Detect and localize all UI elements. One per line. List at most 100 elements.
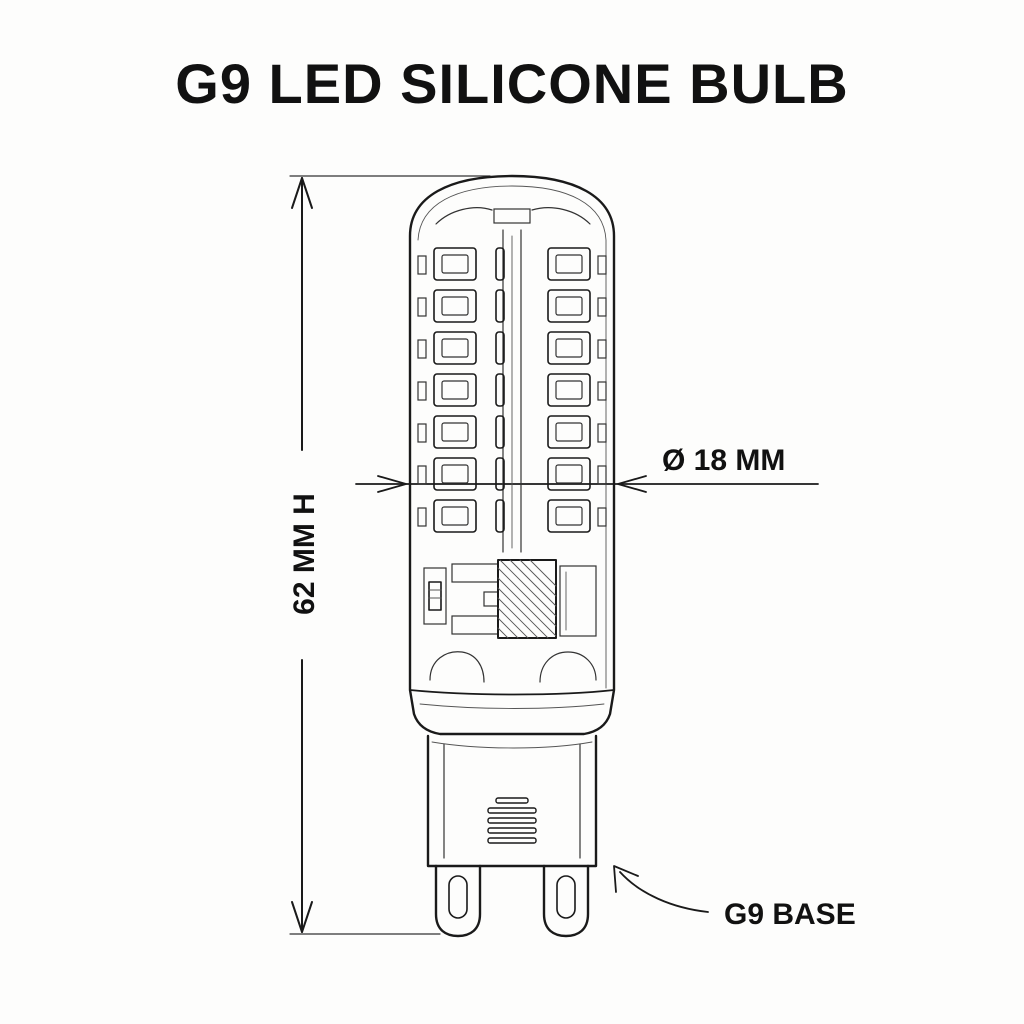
ic-hatch-line [497,567,557,627]
led-chip [433,331,477,365]
ic-hatch-line [497,577,557,637]
ic-hatch-line [519,559,557,597]
led-chip [433,289,477,323]
grille-slot [495,797,529,804]
envelope-collar-line [409,689,615,696]
ic-hatch-line [529,559,557,587]
led-chip [495,415,505,449]
led-chip [433,373,477,407]
diameter-arrow-right [617,475,647,493]
cap-tab [493,208,531,224]
led-edge-tab [417,339,427,359]
base-label: G9 BASE [724,898,856,931]
led-edge-tab [597,423,607,443]
driver-pad-bottom [451,615,499,635]
height-label: 62 MM H [288,493,321,615]
led-edge-tab [417,465,427,485]
grille-slot [487,807,537,814]
pin-left [434,864,482,938]
base-top-sketch [431,741,593,749]
pin-right-hole [556,875,576,919]
resistor-body [428,581,442,611]
cap-highlight-right [531,207,591,225]
grille-slot [487,827,537,834]
led-chip [547,331,591,365]
led-chip [495,373,505,407]
led-chip [433,247,477,281]
shoulder-right [539,651,597,683]
led-chip [547,289,591,323]
diameter-label: Ø 18 MM [662,444,785,477]
diameter-arrow-left [377,475,407,493]
driver-capacitor [559,565,597,637]
led-chip [547,457,591,491]
led-edge-tab [417,423,427,443]
ic-hatch-line [497,597,539,639]
led-chip-lens [555,254,583,274]
height-dimension: 62 MM H [288,175,491,935]
led-chip-lens [441,422,469,442]
ic-hatch-line [497,627,509,639]
led-edge-tab [597,297,607,317]
shoulder-left [429,651,485,683]
led-edge-tab [597,465,607,485]
led-edge-tab [597,507,607,527]
driver-ic-chip [497,559,557,639]
led-chip [495,247,505,281]
driver-ic-hatch [497,559,557,639]
led-chip [547,415,591,449]
base-callout-arrowhead [613,865,639,893]
led-edge-tab [597,255,607,275]
led-chip-lens [555,380,583,400]
height-arrow-top [291,177,313,209]
led-chip [433,415,477,449]
led-edge-tab [597,339,607,359]
base-housing [426,734,598,868]
led-chip [495,289,505,323]
ic-hatch-line [499,559,557,617]
pin-right [542,864,590,938]
led-chip-lens [441,506,469,526]
base-grille [487,797,537,844]
led-chip [547,373,591,407]
grille-slot [487,837,537,844]
led-chip-lens [441,254,469,274]
led-edge-tab [417,297,427,317]
driver-board [423,559,597,639]
height-arrow-bottom [291,901,313,933]
led-chip-lens [555,422,583,442]
driver-pad-mid [483,591,499,607]
ic-hatch-line [509,559,557,607]
led-edge-tab [417,381,427,401]
pin-left-hole [448,875,468,919]
led-chip-lens [555,296,583,316]
led-chip-grid [417,247,607,533]
bulb-body [408,174,616,736]
led-chip-lens [555,506,583,526]
led-chip-lens [555,338,583,358]
cap-highlight-left [435,207,493,225]
base-callout-arrow [619,871,709,913]
led-chip-lens [441,380,469,400]
led-edge-tab [417,255,427,275]
ic-hatch-line [497,617,519,639]
led-chip [547,247,591,281]
led-chip-lens [441,296,469,316]
grille-slot [487,817,537,824]
collar-sketch-line [419,703,605,709]
resistor-component [423,567,447,625]
led-chip [495,457,505,491]
led-chip [433,457,477,491]
led-edge-tab [597,381,607,401]
led-chip [547,499,591,533]
base-callout: G9 BASE [613,865,856,931]
led-chip [495,499,505,533]
ic-hatch-line [497,607,529,639]
diameter-dimension: Ø 18 MM [355,444,819,493]
led-chip-lens [441,338,469,358]
envelope-inner-line [417,185,607,689]
g9-base [426,734,598,938]
led-edge-tab [417,507,427,527]
